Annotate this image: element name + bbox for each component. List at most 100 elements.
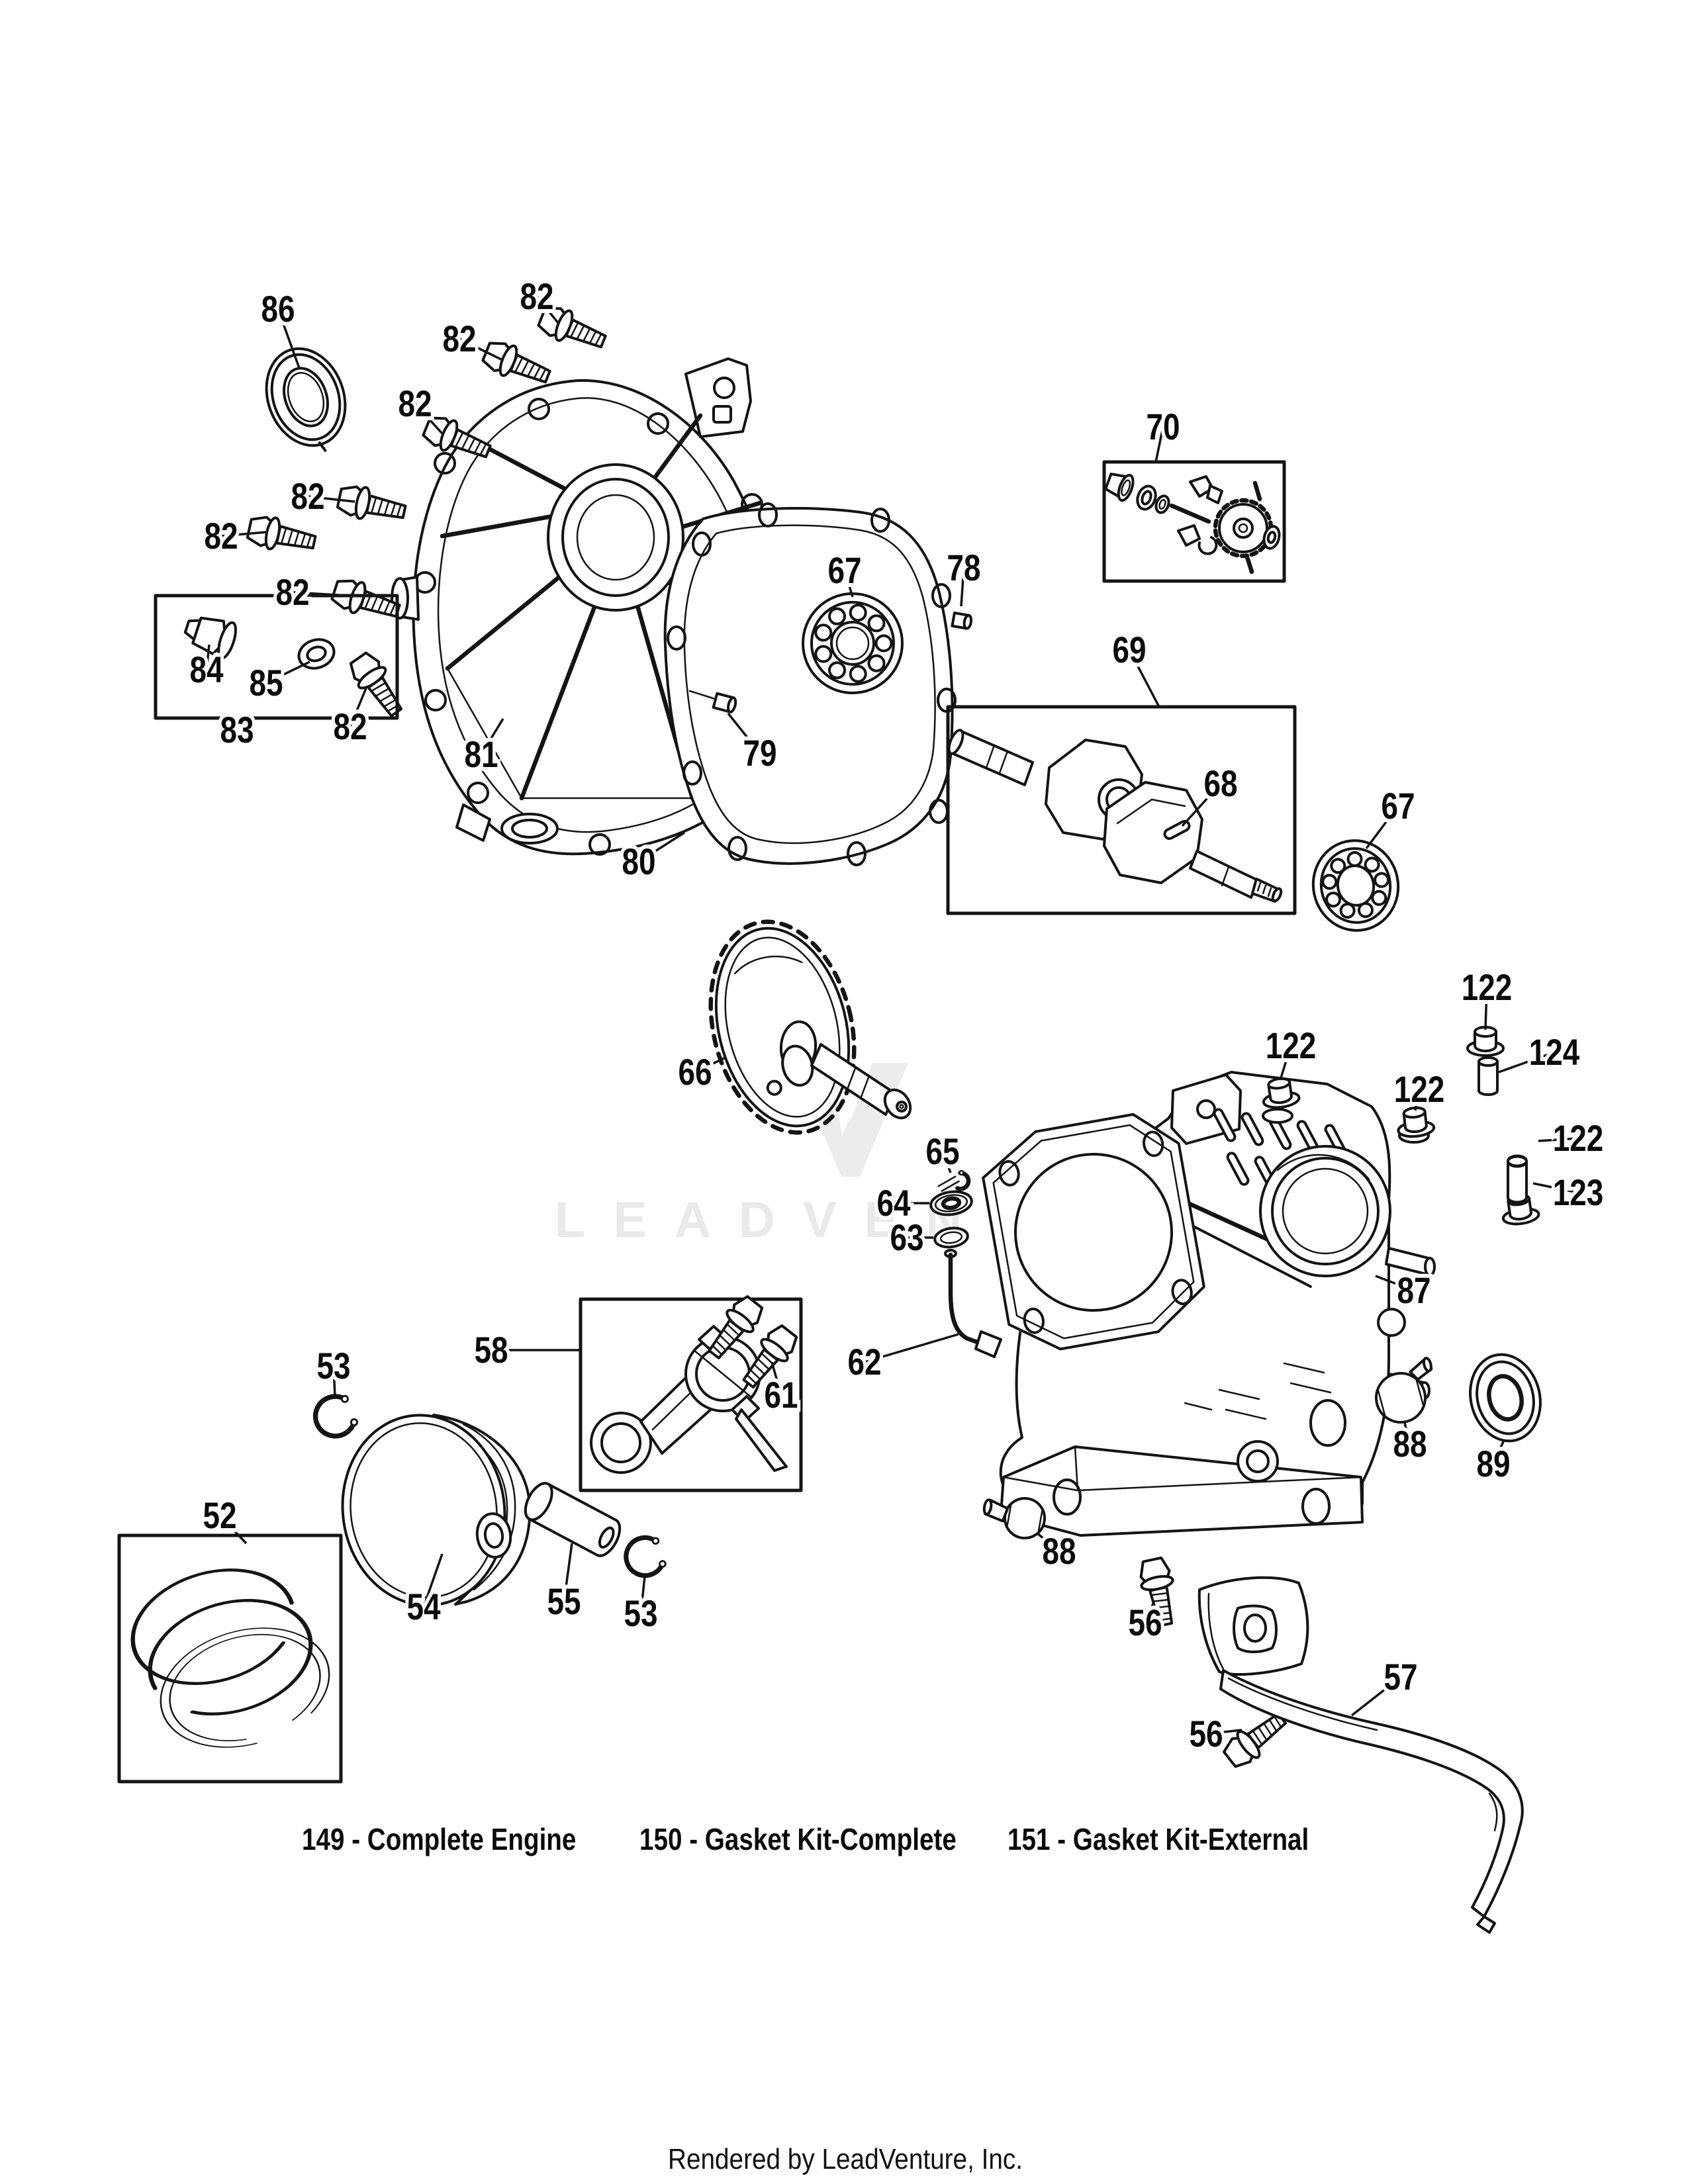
callout-leader-86 <box>277 308 301 369</box>
callout-88[interactable]: 88 <box>1389 1420 1430 1468</box>
callout-57[interactable]: 57 <box>1380 1653 1421 1701</box>
callout-55[interactable]: 55 <box>543 1577 585 1625</box>
callout-70[interactable]: 70 <box>1143 402 1184 451</box>
kit-label-149[interactable]: 149 - Complete Engine <box>302 1822 577 1856</box>
callout-leader-87 <box>1375 1275 1415 1292</box>
callout-leader-82 <box>292 591 350 597</box>
callout-68[interactable]: 68 <box>1200 759 1241 807</box>
callout-81[interactable]: 81 <box>461 730 502 778</box>
callout-80[interactable]: 80 <box>618 837 659 886</box>
callout-leader-82 <box>220 531 267 537</box>
cylinder-block <box>982 1071 1436 1537</box>
callout-leader-55 <box>563 1543 573 1602</box>
callout-leader-65 <box>941 1151 952 1173</box>
callout-58[interactable]: 58 <box>471 1326 512 1374</box>
callout-leader-57 <box>1350 1676 1402 1717</box>
callout-123[interactable]: 123 <box>1549 1168 1607 1216</box>
callout-56[interactable]: 56 <box>1186 1709 1227 1758</box>
callout-leader-56 <box>1205 1729 1243 1735</box>
callout-leader-67 <box>1365 805 1399 850</box>
callout-84[interactable]: 84 <box>186 645 227 694</box>
callout-122[interactable]: 122 <box>1458 963 1515 1011</box>
callout-leader-123 <box>1532 1182 1579 1194</box>
camshaft <box>708 919 912 1135</box>
callout-122[interactable]: 122 <box>1390 1065 1448 1113</box>
callout-leader-81 <box>480 718 504 755</box>
callout-66[interactable]: 66 <box>675 1048 716 1096</box>
callout-82[interactable]: 82 <box>272 568 313 616</box>
callout-leader-56 <box>1144 1600 1156 1623</box>
callout-82[interactable]: 82 <box>439 314 480 363</box>
callout-85[interactable]: 85 <box>246 659 287 707</box>
callout-122[interactable]: 122 <box>1262 1021 1319 1069</box>
callout-leader-78 <box>960 567 965 607</box>
callout-56[interactable]: 56 <box>1125 1598 1166 1647</box>
callout-leader-68 <box>1181 782 1222 827</box>
callout-78[interactable]: 78 <box>943 543 984 592</box>
callout-leader-89 <box>1492 1439 1505 1465</box>
callout-leader-88 <box>1403 1422 1411 1445</box>
callout-67[interactable]: 67 <box>824 546 865 594</box>
assembly-box-70-governor <box>1102 460 1286 583</box>
callout-leader-122 <box>1279 1045 1292 1081</box>
callout-82[interactable]: 82 <box>395 379 436 428</box>
callout-124[interactable]: 124 <box>1525 1028 1583 1076</box>
callout-leader-61 <box>771 1361 782 1396</box>
callout-leader-53 <box>332 1365 336 1397</box>
main-bearing-front <box>802 592 904 694</box>
callout-82[interactable]: 82 <box>330 702 371 751</box>
callout-69[interactable]: 69 <box>1109 625 1150 674</box>
callout-leader-122 <box>1414 1089 1421 1111</box>
callout-leader-79 <box>727 712 761 754</box>
kit-label-150[interactable]: 150 - Gasket Kit-Complete <box>639 1822 957 1856</box>
callout-88[interactable]: 88 <box>1039 1527 1080 1575</box>
callout-53[interactable]: 53 <box>620 1589 661 1637</box>
callout-83[interactable]: 83 <box>216 705 258 754</box>
assembly-box-52-piston-rings <box>117 1533 343 1784</box>
callout-leader-124 <box>1498 1051 1555 1073</box>
callout-82[interactable]: 82 <box>516 272 557 320</box>
callout-82[interactable]: 82 <box>201 512 242 560</box>
assembly-box-58-connecting-rod <box>579 1291 804 1492</box>
callout-62[interactable]: 62 <box>844 1338 885 1386</box>
callout-53[interactable]: 53 <box>313 1342 354 1390</box>
callout-leader-69 <box>1128 649 1160 706</box>
kit-label-151[interactable]: 151 - Gasket Kit-External <box>1008 1822 1309 1856</box>
assembly-box-83 <box>154 594 399 720</box>
callout-leader-62 <box>864 1333 959 1363</box>
callout-89[interactable]: 89 <box>1473 1439 1514 1488</box>
callout-122[interactable]: 122 <box>1549 1114 1607 1162</box>
callout-leader-122 <box>1538 1137 1579 1142</box>
callout-leader-88 <box>1035 1531 1060 1553</box>
callout-leader-122 <box>1484 987 1488 1030</box>
callout-leader-82 <box>414 402 444 435</box>
callout-54[interactable]: 54 <box>403 1582 444 1631</box>
crankcase-gasket <box>663 502 973 866</box>
callout-leader-82 <box>459 338 502 361</box>
callout-52[interactable]: 52 <box>199 1491 240 1539</box>
callout-64[interactable]: 64 <box>873 1179 914 1227</box>
callout-leader-82 <box>536 295 560 325</box>
callout-leader-67 <box>843 570 854 598</box>
callout-leader-84 <box>205 644 211 670</box>
callout-67[interactable]: 67 <box>1378 782 1419 830</box>
piston-pin <box>524 1482 622 1557</box>
callout-87[interactable]: 87 <box>1393 1266 1434 1314</box>
callout-leader-53 <box>639 1576 646 1614</box>
connecting-rod <box>590 1325 788 1474</box>
callout-86[interactable]: 86 <box>258 285 299 333</box>
callout-82[interactable]: 82 <box>287 472 328 520</box>
crankshaft-oil-seal <box>265 347 347 452</box>
callout-79[interactable]: 79 <box>739 729 780 777</box>
callout-63[interactable]: 63 <box>886 1213 927 1261</box>
callout-61[interactable]: 61 <box>761 1371 802 1419</box>
governor-shaft-parts <box>929 1169 1002 1358</box>
callout-leader-82 <box>349 688 367 727</box>
pin-78 <box>951 612 973 630</box>
callout-65[interactable]: 65 <box>922 1127 963 1175</box>
piston-assembly <box>310 1391 667 1607</box>
callout-leader-70 <box>1154 426 1164 463</box>
